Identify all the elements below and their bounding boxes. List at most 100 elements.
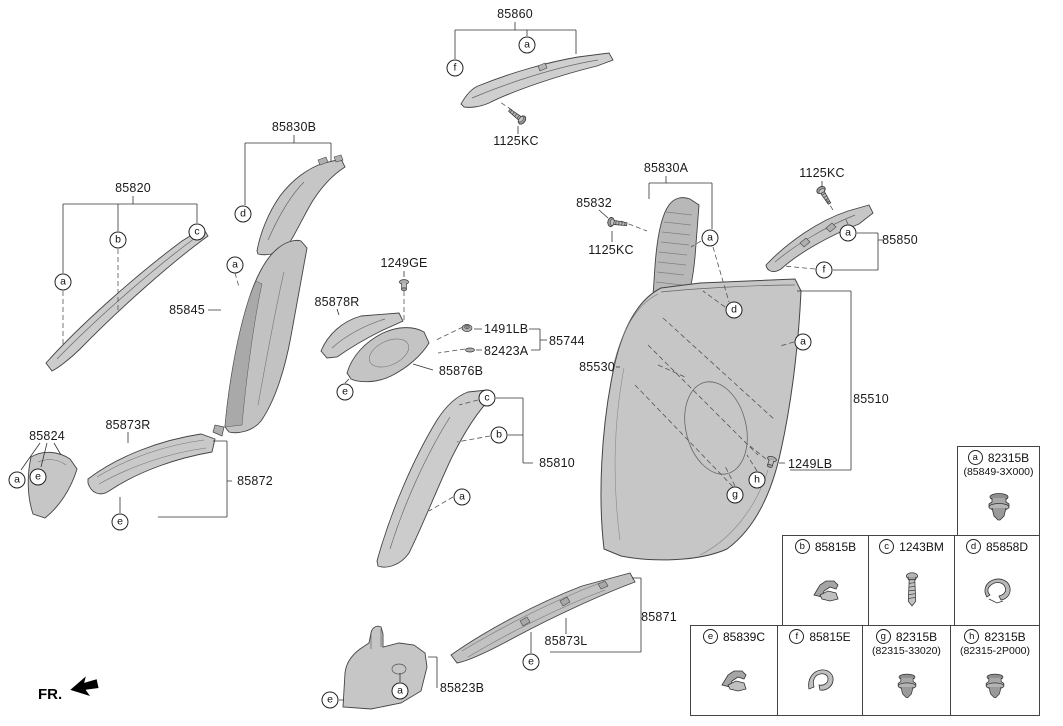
callout-c: c	[478, 389, 496, 407]
callout-e: e	[522, 653, 540, 671]
callout-d: d	[234, 205, 252, 223]
grommet-icon	[985, 673, 1005, 698]
part-label-85823B: 85823B	[439, 681, 485, 695]
callout-c: c	[188, 223, 206, 241]
grommet-icon	[897, 673, 916, 698]
callout-f: f	[446, 59, 464, 77]
legend-sub-a: (85849-3X000)	[963, 466, 1034, 478]
callout-a: a	[794, 333, 812, 351]
legend-cell-c: c 1243BM	[868, 535, 955, 626]
part-label-85850: 85850	[882, 233, 918, 247]
legend-part-e: 85839C	[722, 629, 766, 644]
legend-cell-b: b 85815B	[782, 535, 869, 626]
part-label-85873L: 85873L	[544, 634, 588, 648]
callout-a: a	[839, 224, 857, 242]
part-label-85810: 85810	[539, 456, 575, 470]
part-label-1249GE: 1249GE	[380, 256, 428, 270]
callout-d: d	[725, 301, 743, 319]
legend-part-h: 82315B	[984, 629, 1026, 644]
part-label-1125KC-2: 1125KC	[588, 243, 634, 257]
legend-cell-f: f 85815E	[777, 625, 863, 716]
leader-lines	[20, 22, 884, 701]
part-label-85873R: 85873R	[105, 418, 151, 432]
trim-clip-icon	[721, 670, 747, 691]
screw-icon	[905, 571, 918, 606]
callout-g: g	[726, 486, 744, 504]
screw-1125KC-right	[815, 184, 834, 207]
legend-cell-e: e 85839C	[690, 625, 778, 716]
part-label-85876B: 85876B	[438, 364, 484, 378]
callout-a: a	[226, 256, 244, 274]
part-label-1125KC-3: 1125KC	[799, 166, 845, 180]
part-label-1249LB: 1249LB	[788, 457, 833, 471]
callout-e: e	[336, 383, 354, 401]
part-label-85510: 85510	[853, 392, 889, 406]
legend-callout-c: c	[879, 539, 895, 554]
part-label-85832: 85832	[576, 196, 612, 210]
callout-f: f	[815, 261, 833, 279]
part-85820-shape	[45, 227, 209, 372]
part-label-85871: 85871	[641, 610, 677, 624]
legend-sub-g: (82315-33020)	[872, 645, 941, 657]
legend-cell-g: g 82315B (82315-33020)	[862, 625, 951, 716]
callout-e: e	[111, 513, 129, 531]
callout-a: a	[518, 36, 536, 54]
legend-part-a: 82315B	[987, 450, 1030, 465]
spring-clip-icon	[984, 578, 1011, 603]
screw-1125KC-mid	[606, 216, 628, 230]
part-label-85878R: 85878R	[314, 295, 360, 309]
part-85860-shape	[460, 52, 614, 108]
fr-direction-arrow	[70, 676, 99, 696]
screw-1125KC-top	[506, 106, 528, 126]
callout-e: e	[29, 468, 47, 486]
part-label-85824: 85824	[29, 429, 65, 443]
fr-label: FR.	[38, 686, 63, 703]
clip-82423A	[465, 347, 475, 353]
legend-callout-a: a	[967, 450, 983, 465]
part-85871-shape	[450, 572, 636, 664]
trim-clip-icon	[813, 580, 838, 601]
part-label-85845: 85845	[169, 303, 205, 317]
callout-a: a	[453, 488, 471, 506]
part-85876B-shape	[346, 327, 430, 383]
part-85878R-shape	[320, 312, 404, 359]
callout-b: b	[490, 426, 508, 444]
callout-a: a	[54, 273, 72, 291]
part-label-85872: 85872	[237, 474, 273, 488]
part-label-85860: 85860	[497, 7, 533, 21]
legend-cell-a: a 82315B (85849-3X000)	[957, 446, 1040, 536]
legend-callout-e: e	[702, 629, 718, 644]
part-85873R-shape	[87, 433, 216, 495]
legend-part-d: 85858D	[985, 539, 1029, 554]
callout-e: e	[321, 691, 339, 709]
nut-1491LB	[461, 324, 473, 332]
part-label-1491LB: 1491LB	[484, 322, 529, 336]
part-label-85820: 85820	[115, 181, 151, 195]
part-label-85530: 85530	[579, 360, 615, 374]
legend-callout-d: d	[965, 539, 981, 554]
legend-callout-g: g	[875, 629, 891, 644]
part-85823B-shape	[342, 625, 428, 710]
legend-part-f: 85815E	[809, 629, 851, 644]
callout-h: h	[748, 471, 766, 489]
legend-sub-h: (82315-2P000)	[959, 645, 1031, 657]
legend-cell-h: h 82315B (82315-2P000)	[950, 625, 1040, 716]
legend-part-b: 85815B	[814, 539, 857, 554]
part-label-1125KC: 1125KC	[493, 134, 539, 148]
callout-a: a	[391, 682, 409, 700]
part-label-82423A: 82423A	[484, 344, 529, 358]
part-label-85830B: 85830B	[271, 120, 317, 134]
legend-callout-f: f	[789, 629, 805, 644]
part-label-85744: 85744	[549, 334, 585, 348]
pin-1249GE	[399, 279, 409, 291]
callout-a: a	[701, 229, 719, 247]
legend-callout-h: h	[964, 629, 980, 644]
part-85510-shape	[600, 278, 802, 561]
part-85845-shape	[212, 239, 308, 437]
legend-part-c: 1243BM	[899, 539, 944, 554]
metal-clip-icon	[808, 668, 834, 691]
legend-cell-d: d 85858D	[954, 535, 1040, 626]
part-85810-shape	[376, 389, 492, 568]
